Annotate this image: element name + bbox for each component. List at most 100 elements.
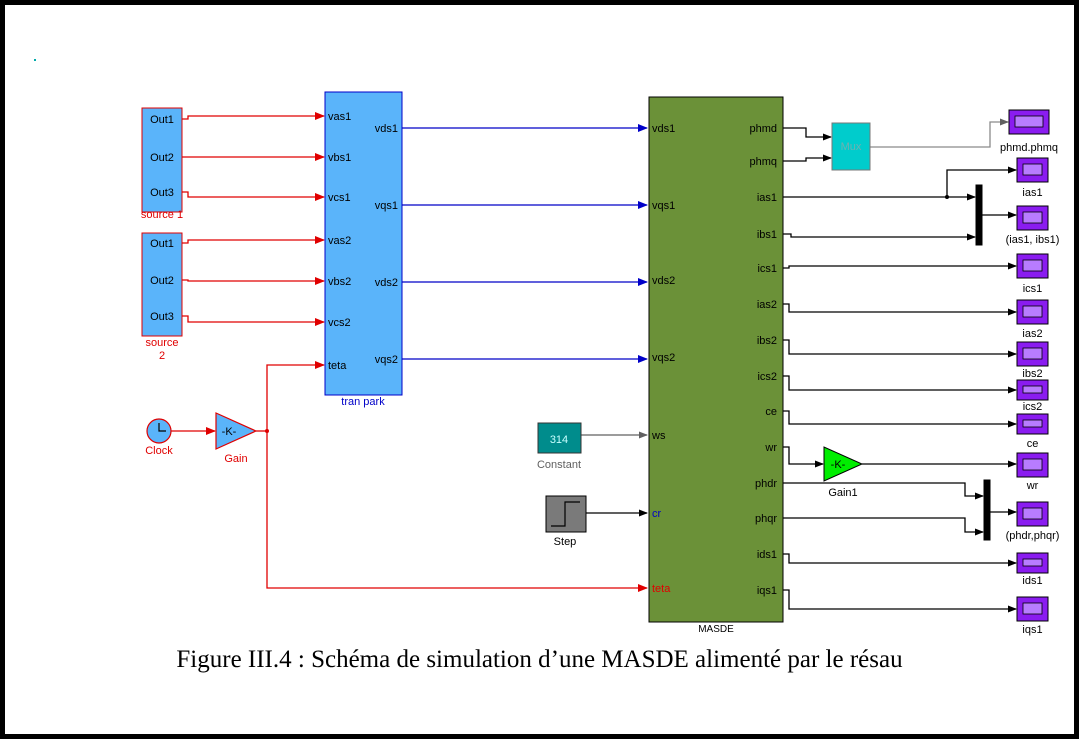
gain-symbol: -K-: [222, 426, 237, 438]
masde-output-ics2: ics2: [757, 371, 777, 383]
scope-block-3: [1016, 253, 1049, 279]
gain-to-masde-teta-wire: [266, 431, 648, 592]
masde-output-ias2: ias2: [757, 299, 777, 311]
scope-screen-2: [1022, 211, 1043, 224]
masde-output-ce: ce: [765, 406, 777, 418]
figure-caption: Figure III.4 : Schéma de simulation d’un…: [176, 646, 903, 673]
park-input-teta: teta: [328, 360, 347, 372]
masde-input-cr: cr: [652, 508, 662, 520]
scope-screen-11: [1022, 602, 1043, 615]
gain-block: [215, 412, 258, 450]
source-to-park-wire-2: [182, 191, 325, 201]
masde-to-scope-wire-ibs2: [783, 339, 1017, 358]
mux-label: Mux: [841, 141, 862, 153]
scope-label-3: ics1: [1023, 283, 1043, 295]
source2-label: source: [145, 337, 178, 349]
masde-output-ids1: ids1: [757, 549, 777, 561]
masde-to-scope-wire-ce: [783, 410, 1017, 428]
source-to-park-wire-5: [182, 315, 325, 326]
bus-bar-1: [975, 184, 983, 246]
park-input-vbs1: vbs1: [328, 152, 351, 164]
scope-screen-10: [1022, 558, 1043, 567]
masde-input-vqs2: vqs2: [652, 352, 675, 364]
gain1-label: Gain1: [828, 487, 857, 499]
clock-hands-icon: [158, 423, 166, 432]
masde-input-teta: teta: [652, 583, 671, 595]
park-input-vas1: vas1: [328, 111, 351, 123]
park-input-vas2: vas2: [328, 235, 351, 247]
masde-to-scope-wire-ics2: [783, 375, 1017, 394]
park-block: [324, 91, 403, 396]
masde-output-phdr: phdr: [755, 478, 777, 490]
gain1-symbol: -K-: [831, 459, 846, 471]
corner-marker: [34, 59, 36, 61]
scope-screen-3: [1022, 259, 1043, 272]
source1-block: [141, 107, 183, 213]
masde-input-vds1: vds1: [652, 123, 675, 135]
scope-screen-1: [1022, 163, 1043, 176]
park-input-vcs2: vcs2: [328, 317, 351, 329]
source-to-park-wire-3: [182, 236, 325, 244]
park-output-vds2: vds2: [375, 277, 398, 289]
masde-output-iqs1: iqs1: [757, 585, 777, 597]
scope-screen-5: [1022, 347, 1043, 360]
masde-to-scope-wire-ias2: [783, 303, 1017, 316]
masde-output-phmd: phmd: [749, 123, 777, 135]
source-to-park-wire-4: [182, 277, 325, 285]
source1-port-out1: Out1: [150, 114, 174, 126]
source2-label-line2: 2: [159, 350, 165, 362]
masde-to-scope-wire-ics1: [783, 262, 1017, 270]
gain1-block: [823, 446, 864, 482]
scope-label-6: ics2: [1023, 401, 1043, 413]
constant-block: [537, 422, 582, 454]
gain-to-park-teta-wire: [266, 361, 325, 431]
source2-port-out1: Out1: [150, 238, 174, 250]
source2-block: [141, 232, 183, 337]
scope-screen-4: [1022, 305, 1043, 318]
scope-block-9: [1016, 501, 1049, 527]
scope-label-8: wr: [1026, 480, 1039, 492]
wr-to-gain1-wire: [783, 446, 824, 468]
clock-label: Clock: [145, 445, 173, 457]
masde-to-scope-wire-ids1: [783, 553, 1017, 567]
masde-block: [648, 96, 784, 623]
source-to-park-wire-0: [182, 112, 325, 120]
constant-label: Constant: [537, 459, 581, 471]
source2-port-out3: Out3: [150, 311, 174, 323]
phmq-to-mux-wire: [783, 154, 832, 162]
source1-port-out2: Out2: [150, 152, 174, 164]
source1-label: source 1: [141, 209, 183, 221]
scope-label-1: ias1: [1022, 187, 1042, 199]
park-output-vqs1: vqs1: [375, 200, 398, 212]
masde-output-wr: wr: [764, 442, 777, 454]
masde-output-phmq: phmq: [749, 156, 777, 168]
scope-screen-9: [1022, 507, 1043, 520]
masde-output-ics1: ics1: [757, 263, 777, 275]
masde-input-ws: ws: [651, 430, 666, 442]
scope-label-11: iqs1: [1022, 624, 1042, 636]
masde-input-vqs1: vqs1: [652, 200, 675, 212]
park-input-vbs2: vbs2: [328, 276, 351, 288]
scope-label-5: ibs2: [1022, 368, 1042, 380]
masde-to-scope-wire-iqs1: [783, 589, 1017, 613]
scope-screen-7: [1022, 419, 1043, 428]
scope-label-9: (phdr,phqr): [1006, 530, 1060, 542]
masde-output-ibs2: ibs2: [757, 335, 777, 347]
mux-block: [831, 122, 871, 171]
phdr-to-bus-wire: [783, 482, 984, 500]
scope-screen-0: [1014, 115, 1044, 128]
phqr-to-bus-wire: [783, 517, 984, 536]
source1-port-out3: Out3: [150, 187, 174, 199]
ias1-to-scope-wire: [946, 166, 1017, 197]
step-label: Step: [554, 536, 577, 548]
park-output-vds1: vds1: [375, 123, 398, 135]
scope-block-8: [1016, 452, 1049, 478]
park-input-vcs1: vcs1: [328, 192, 351, 204]
scope-label-0: phmd.phmq: [1000, 142, 1058, 154]
scope-label-4: ias2: [1022, 328, 1042, 340]
masde-output-ibs1: ibs1: [757, 229, 777, 241]
masde-label: MASDE: [698, 624, 734, 635]
